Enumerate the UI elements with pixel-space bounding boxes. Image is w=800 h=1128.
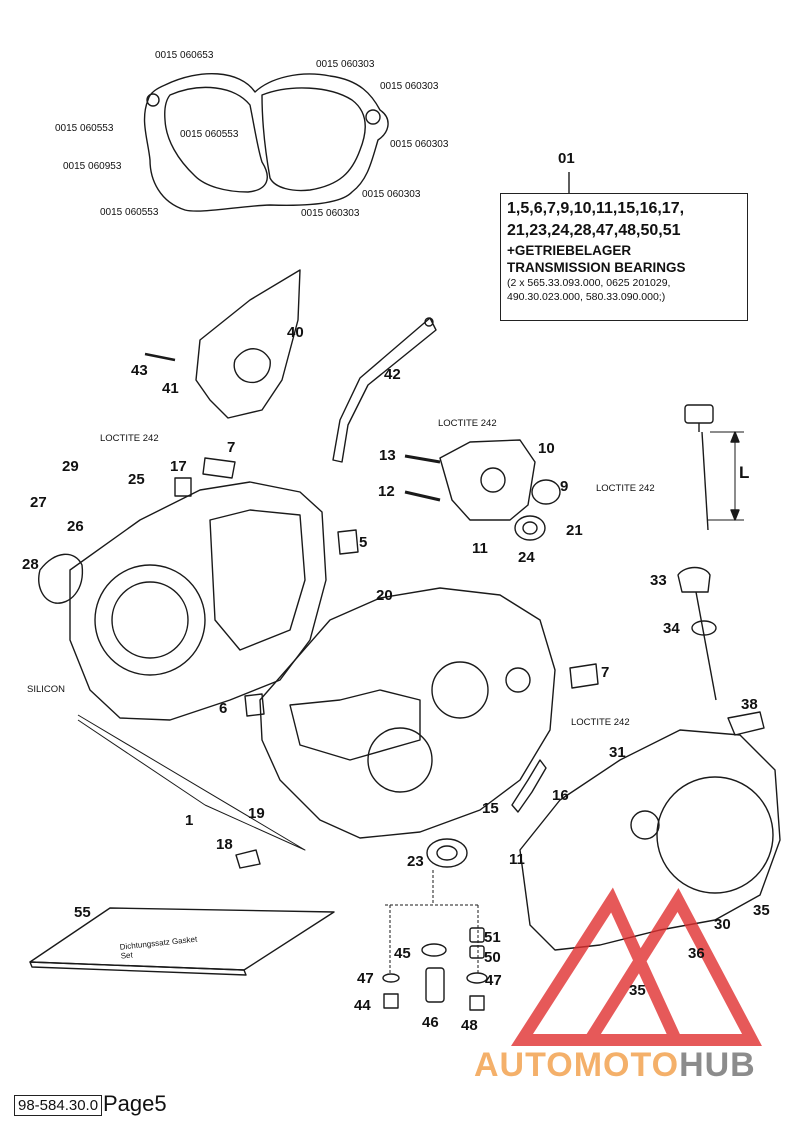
watermark-part-1: AUTOMOTO — [474, 1046, 680, 1084]
part-label: 7 — [227, 439, 236, 456]
part-label: 13 — [379, 447, 396, 464]
clutch-cover — [519, 729, 781, 951]
part-label: 5 — [359, 534, 368, 551]
part-label: 24 — [518, 549, 535, 566]
part-label: 6 — [219, 700, 228, 717]
part-label: 50 — [484, 949, 501, 966]
gasket-code: 0015 060553 — [180, 129, 239, 140]
gasket-code: 0015 060303 — [316, 59, 375, 70]
part-label: 21 — [566, 522, 583, 539]
part-label: 46 — [422, 1014, 439, 1031]
gasket-inner — [164, 86, 268, 193]
part-label: 34 — [663, 620, 680, 637]
part-label: 01 — [558, 150, 575, 167]
part-40-cover — [195, 269, 301, 419]
gasket-code: 0015 060303 — [390, 139, 449, 150]
part-label: 25 — [128, 471, 145, 488]
watermark-text: AUTOMOTOHUB — [474, 1046, 756, 1085]
part-label: 42 — [384, 366, 401, 383]
silicon-note: SILICON — [27, 684, 66, 695]
part-label: 1 — [185, 812, 194, 829]
gasket-code: 0015 060653 — [155, 50, 214, 61]
part-label: 36 — [688, 945, 705, 962]
loctite-note: LOCTITE 242 — [438, 418, 497, 429]
part-label: 48 — [461, 1017, 478, 1034]
left-crankcase — [69, 481, 327, 721]
dipstick-cap — [684, 404, 714, 424]
dimension-label: L — [739, 463, 750, 482]
gasket-outline — [143, 72, 389, 212]
right-crankcase — [259, 587, 556, 839]
part-label: 11 — [509, 851, 525, 868]
part-label: 51 — [484, 929, 501, 946]
loctite-note: LOCTITE 242 — [100, 433, 159, 444]
part-label: 29 — [62, 458, 79, 475]
part-label: 16 — [552, 787, 569, 804]
part-label: 17 — [170, 458, 187, 475]
gasket-inner-2 — [261, 87, 366, 192]
part-label: 20 — [376, 587, 393, 604]
part-label: 30 — [714, 916, 731, 933]
part-label: 27 — [30, 494, 47, 511]
watermark-logo — [511, 887, 762, 1046]
loctite-note: LOCTITE 242 — [571, 717, 630, 728]
part-label: 43 — [131, 362, 148, 379]
kit-line: (2 x 565.33.093.000, 0625 201029, — [507, 277, 671, 289]
loctite-note: LOCTITE 242 — [596, 483, 655, 494]
part-label: 47 — [357, 970, 374, 987]
gasket-code: 0015 060303 — [362, 189, 421, 200]
part-label: 11 — [472, 540, 488, 557]
part-label: 47 — [485, 972, 502, 989]
part-label: 9 — [560, 478, 569, 495]
part-label: 38 — [741, 696, 758, 713]
dipstick-rod — [701, 431, 709, 531]
part-10 — [439, 439, 536, 521]
part-label: 18 — [216, 836, 233, 853]
part-38 — [727, 711, 765, 736]
part-label: 35 — [753, 902, 770, 919]
kit-line: 1,5,6,7,9,10,11,15,16,17, — [507, 200, 685, 217]
part-33-plug — [677, 566, 711, 593]
part-label: 33 — [650, 572, 667, 589]
gasket-code: 0015 060303 — [380, 81, 439, 92]
part-label: 19 — [248, 805, 265, 822]
document-code: 98-584.30.0 — [14, 1095, 103, 1116]
kit-line: TRANSMISSION BEARINGS — [507, 260, 686, 275]
part-15 — [511, 759, 547, 813]
part-label: 12 — [378, 483, 395, 500]
part-label: 55 — [74, 904, 91, 921]
part-label: 7 — [601, 664, 610, 681]
part-label: 44 — [354, 997, 371, 1014]
part-label: 40 — [287, 324, 304, 341]
part-label: 10 — [538, 440, 555, 457]
part-28-gasket — [38, 553, 84, 604]
part-label: 15 — [482, 800, 499, 817]
watermark-part-2: HUB — [679, 1046, 756, 1084]
part-label: 41 — [162, 380, 179, 397]
kit-line: 21,23,24,28,47,48,50,51 — [507, 222, 681, 239]
gasket-code: 0015 060303 — [301, 208, 360, 219]
kit-line: 490.30.023.000, 580.33.090.000;) — [507, 291, 666, 303]
part-label: 28 — [22, 556, 39, 573]
gasket-code: 0015 060553 — [55, 123, 114, 134]
part-label: 31 — [609, 744, 626, 761]
part-label: 35 — [629, 982, 646, 999]
part-42-bracket — [332, 317, 437, 463]
gasket-code: 0015 060553 — [100, 207, 159, 218]
page-number: Page5 — [103, 1091, 167, 1116]
gasket-code: 0015 060953 — [63, 161, 122, 172]
part-46-strainer — [425, 967, 445, 1003]
part-label: 23 — [407, 853, 424, 870]
part-label: 45 — [394, 945, 411, 962]
kit-line: +GETRIEBELAGER — [507, 243, 632, 258]
part-label: 26 — [67, 518, 84, 535]
kit-contents-box: 1,5,6,7,9,10,11,15,16,17, 21,23,24,28,47… — [500, 193, 748, 321]
